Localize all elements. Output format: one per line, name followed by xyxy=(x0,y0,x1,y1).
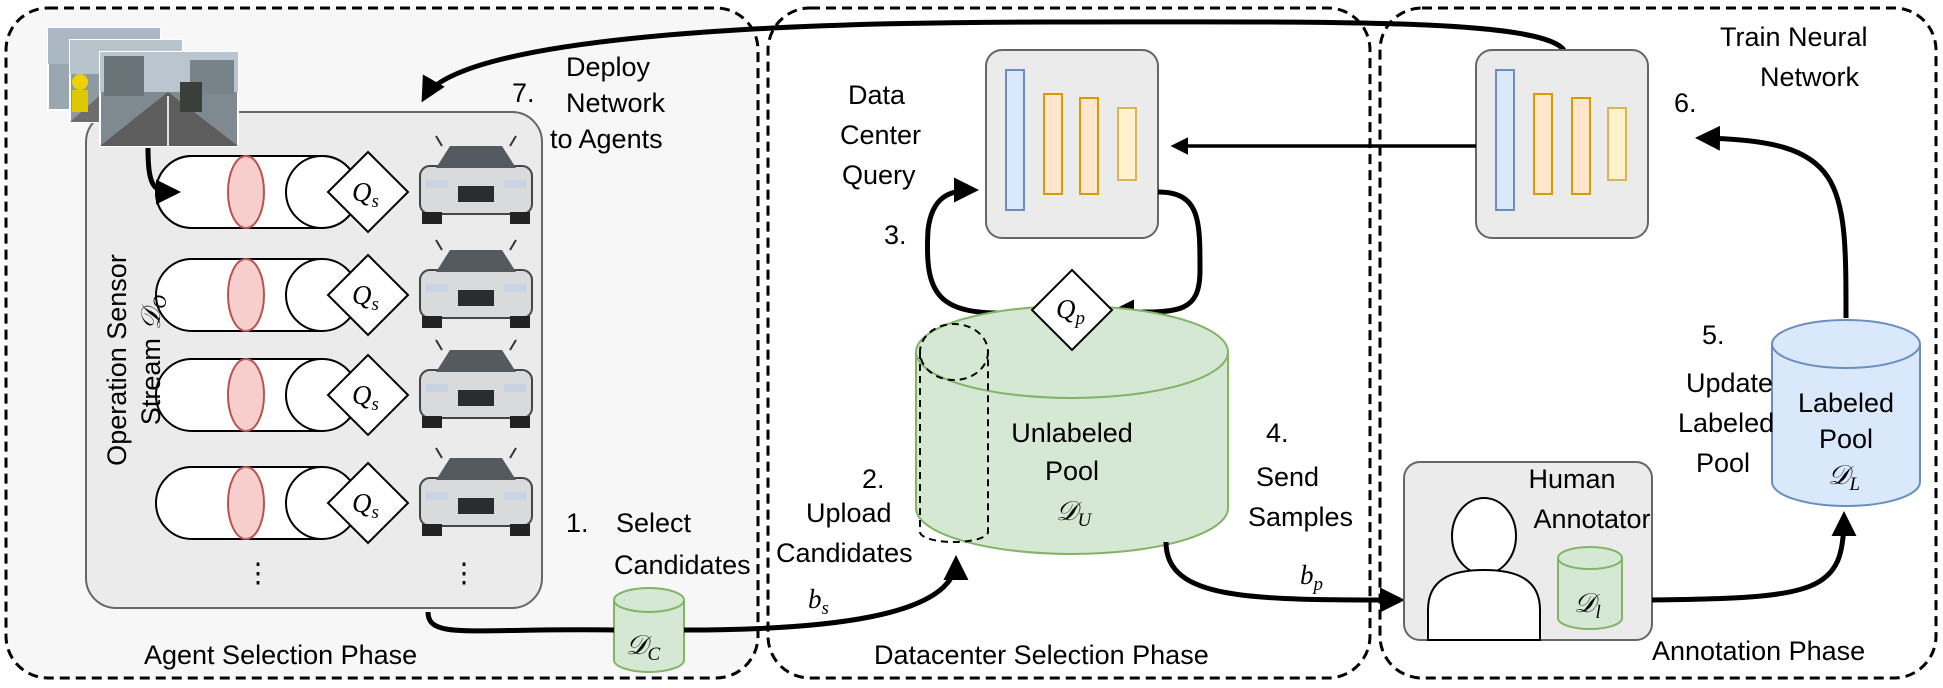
step1-num: 1. xyxy=(566,508,589,538)
network-layer xyxy=(1043,93,1063,195)
dc-query-line2: Center xyxy=(840,120,921,150)
dc-query-line1: Data xyxy=(848,80,906,110)
step7-line2: Network xyxy=(566,88,666,118)
step7-num: 7. xyxy=(512,78,535,108)
step6-line1: Train Neural xyxy=(1720,22,1868,52)
ellipsis-cars: ⋮ xyxy=(451,558,478,588)
svg-text:Stream𝒟O: Stream𝒟O xyxy=(136,295,171,426)
human-annotator-line1: Human xyxy=(1528,464,1615,494)
agent-row-4 xyxy=(155,447,533,545)
deploy-network-arrow xyxy=(421,19,1566,103)
step2-num: 2. xyxy=(862,464,885,494)
buffer-sample xyxy=(227,155,265,229)
step5-line1: Update xyxy=(1686,368,1773,398)
step4-num: 4. xyxy=(1266,418,1289,448)
network-layer xyxy=(1117,107,1137,181)
network-layer xyxy=(1495,69,1515,211)
car-icon xyxy=(419,239,533,328)
buffer-sample xyxy=(227,258,265,332)
human-annotator-box xyxy=(1403,461,1653,641)
camera-to-buffer-arrow xyxy=(145,147,181,205)
dc-query-line3: Query xyxy=(842,160,916,190)
person-icon xyxy=(1427,497,1541,641)
step1-line2: Candidates xyxy=(614,550,751,580)
car-icon xyxy=(419,447,533,536)
car-icon xyxy=(419,339,533,428)
query-diamond xyxy=(326,253,410,337)
network-layer xyxy=(1079,97,1099,195)
step5-line2: Labeled xyxy=(1678,408,1774,438)
labeled-to-train-arrow xyxy=(1695,125,1849,319)
camera-frame-3 xyxy=(72,51,239,147)
bp-label: bp xyxy=(1300,560,1323,595)
svg-text:Operation Sensor: Operation Sensor xyxy=(102,254,132,466)
upload-candidates-arrow xyxy=(683,555,969,633)
agent-query-label: Qs xyxy=(352,177,379,212)
candidates-db xyxy=(613,587,685,673)
step2-line1: Upload xyxy=(806,498,892,528)
unlabeled-pool-line2: Pool xyxy=(1045,456,1099,486)
annotation-phase-label: Annotation Phase xyxy=(1652,636,1865,666)
human-annotator-line2: Annotator xyxy=(1533,504,1650,534)
network-layer xyxy=(1533,93,1553,195)
trained-network-box xyxy=(1475,49,1649,239)
step7-line1: Deploy xyxy=(566,52,651,82)
agent-row-1 xyxy=(155,135,533,234)
bs-label: bs xyxy=(808,584,829,619)
step6-line2: Network xyxy=(1760,62,1860,92)
query-diamond xyxy=(326,150,410,234)
agent-row-2 xyxy=(155,239,533,337)
agent-row-3 xyxy=(155,339,533,437)
annotator-to-labeled-arrow xyxy=(1651,511,1857,603)
step5-num: 5. xyxy=(1702,320,1725,350)
datacenter-network-box xyxy=(985,49,1159,239)
pool-query-diamond xyxy=(1030,268,1114,352)
datacenter-phase-label: Datacenter Selection Phase xyxy=(874,640,1209,670)
agent-query-label: Qs xyxy=(352,488,379,523)
agent-query-label: Qs xyxy=(352,380,379,415)
query-loop-left-arrow xyxy=(924,177,1031,316)
labeled-pool-line1: Labeled xyxy=(1798,388,1894,418)
step5-line3: Pool xyxy=(1696,448,1750,478)
agent-phase-label: Agent Selection Phase xyxy=(144,640,417,670)
annotator-db xyxy=(1557,546,1623,630)
pool-query-label: Qp xyxy=(1056,294,1085,329)
step2-line2: Candidates xyxy=(776,538,913,568)
network-layer xyxy=(1607,107,1627,181)
labeled-pool xyxy=(1771,319,1921,507)
step1-line1: Select xyxy=(616,508,692,538)
agent-query-label: Qs xyxy=(352,280,379,315)
step3-num: 3. xyxy=(884,220,907,250)
buffer-sample xyxy=(227,358,265,432)
ellipsis-buffers: ⋮ xyxy=(245,558,272,588)
query-diamond xyxy=(326,461,410,545)
agent-to-candidates-line xyxy=(425,611,615,634)
step4-line1: Send xyxy=(1256,462,1319,492)
step4-line2: Samples xyxy=(1248,502,1353,532)
network-layer xyxy=(1005,69,1025,211)
send-samples-arrow xyxy=(1163,541,1405,613)
camera-frames xyxy=(47,27,239,147)
car-icon xyxy=(419,135,533,224)
step6-num: 6. xyxy=(1674,88,1697,118)
buffer-sample xyxy=(227,466,265,540)
network-layer xyxy=(1571,97,1591,195)
labeled-pool-line2: Pool xyxy=(1819,424,1873,454)
unlabeled-pool-line1: Unlabeled xyxy=(1011,418,1133,448)
query-diamond xyxy=(326,353,410,437)
query-loop-right-arrow xyxy=(1109,189,1203,325)
step7-line3: to Agents xyxy=(550,124,663,154)
